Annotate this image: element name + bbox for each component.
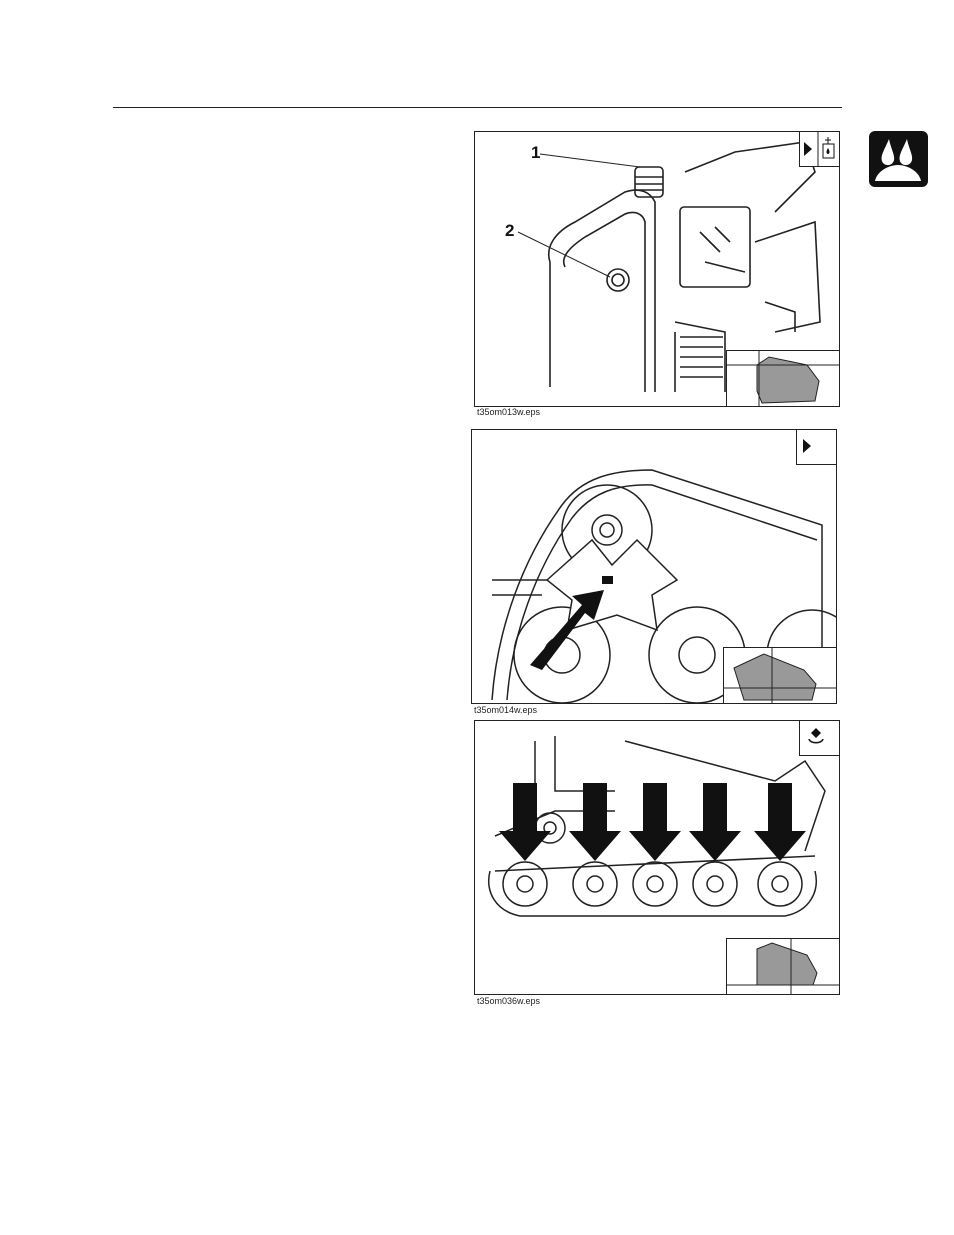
corner-icons bbox=[799, 132, 840, 167]
locator-thumbnail bbox=[723, 647, 837, 704]
figure-fuel-tank: 1 2 bbox=[474, 131, 840, 407]
section-tab bbox=[869, 131, 928, 187]
figure-drive-sprocket bbox=[471, 429, 837, 704]
callout-2: 2 bbox=[505, 221, 514, 241]
figure-caption-3: t35om036w.eps bbox=[477, 996, 540, 1006]
locator-thumbnail bbox=[726, 350, 840, 407]
play-icon bbox=[804, 142, 812, 156]
callout-1: 1 bbox=[531, 143, 540, 163]
corner-icons bbox=[799, 721, 840, 756]
play-icon bbox=[803, 439, 811, 453]
locator-thumbnail bbox=[726, 938, 840, 995]
figure-caption-2: t35om014w.eps bbox=[474, 705, 537, 715]
figure-caption-1: t35om013w.eps bbox=[477, 407, 540, 417]
figure-track-rollers bbox=[474, 720, 840, 995]
corner-icons bbox=[796, 430, 837, 465]
grease-point-icon bbox=[811, 728, 821, 738]
header-rule bbox=[113, 107, 842, 108]
fluids-icon bbox=[869, 131, 928, 187]
